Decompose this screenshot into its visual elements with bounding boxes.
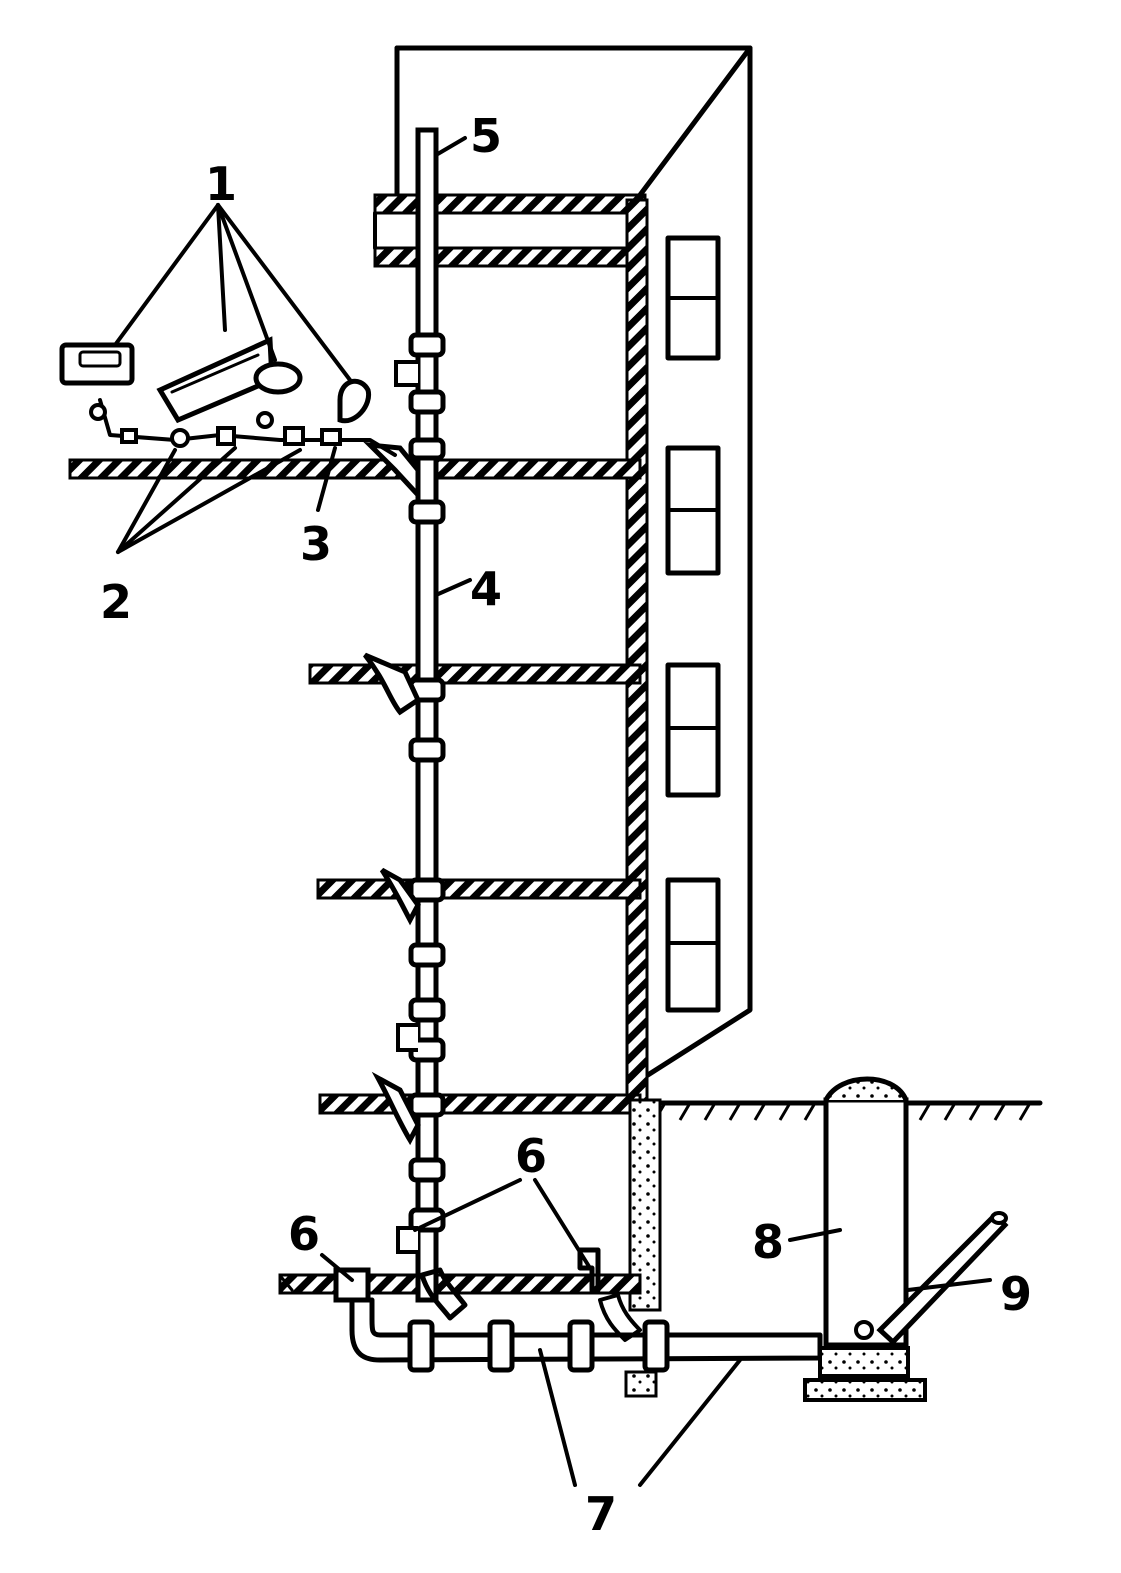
- exterior-wall: [625, 198, 649, 1102]
- water-closet: [337, 378, 372, 424]
- house-drain-pipe: [349, 1297, 823, 1363]
- callout-branch-pipe: 3: [300, 517, 332, 571]
- floor-slab-2: [316, 878, 642, 900]
- manhole: [803, 1076, 927, 1402]
- floor-slab-4: [68, 458, 642, 480]
- building-drain: [333, 1247, 823, 1373]
- callout-building-drain: 7: [585, 1487, 617, 1541]
- callout-vent-pipe: 5: [470, 109, 502, 163]
- floor-slab-1: [318, 1093, 642, 1115]
- callout-cleanout-right: 6: [515, 1129, 547, 1183]
- windows: [665, 235, 721, 1013]
- foundation-block: [624, 1370, 658, 1398]
- callout-manhole: 8: [752, 1215, 784, 1269]
- soil-stack: [363, 127, 468, 1321]
- callout-cleanout-left: 6: [288, 1207, 320, 1261]
- leader-lines: [113, 136, 992, 1487]
- floor-slab-3: [308, 663, 642, 685]
- building-outline: [394, 45, 753, 1083]
- sanitary-fixtures: [59, 336, 397, 457]
- callout-stack: 4: [470, 562, 502, 616]
- callout-fixtures: 1: [205, 157, 237, 211]
- callout-traps: 2: [100, 575, 132, 629]
- washbasin: [253, 361, 303, 395]
- cleanout-left: [333, 1267, 371, 1303]
- roof-edge: [637, 45, 753, 198]
- callout-sewer: 9: [1000, 1267, 1032, 1321]
- stack-base-cleanout: [396, 1226, 418, 1254]
- sewer-pipe: [876, 1211, 1009, 1346]
- stack-pipe: [415, 127, 439, 1303]
